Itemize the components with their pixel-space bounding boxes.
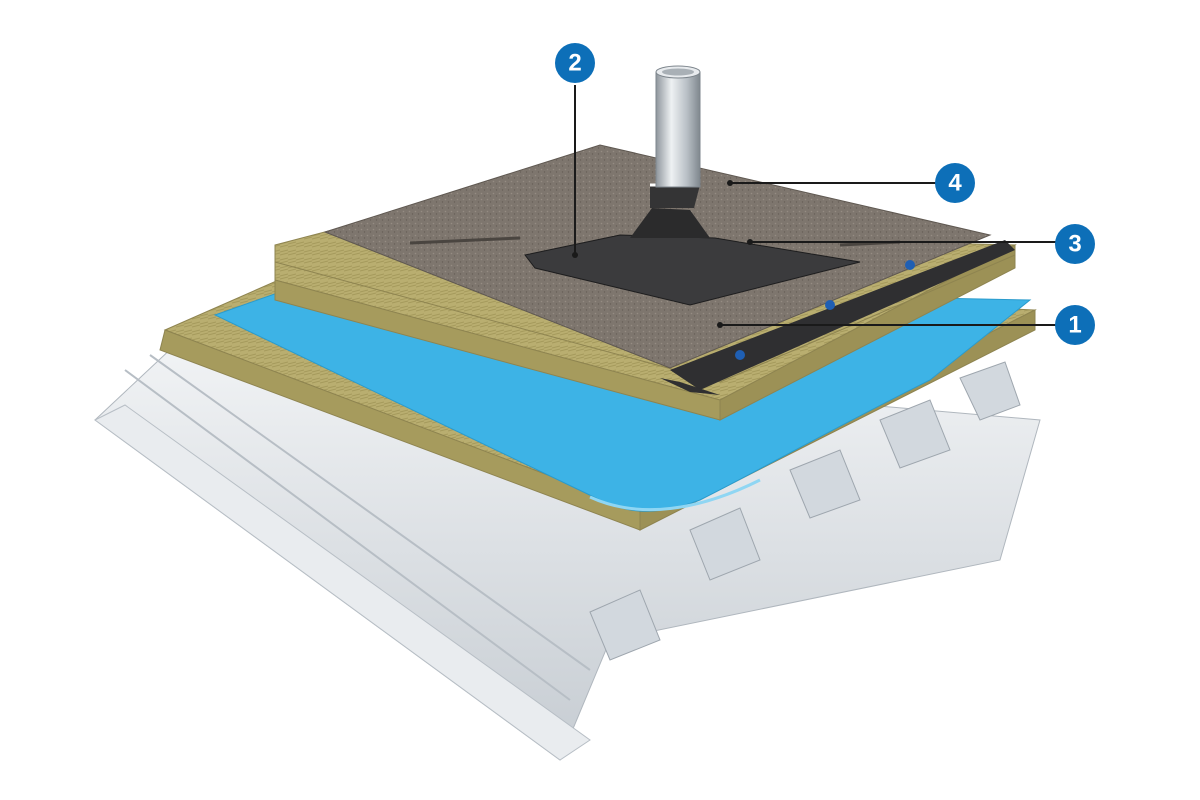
deck-ribs bbox=[589, 361, 1021, 661]
callout-4: 4 bbox=[935, 163, 975, 203]
base-membrane bbox=[660, 240, 1015, 395]
callout-1-label: 1 bbox=[1068, 312, 1081, 339]
membrane-fasteners bbox=[735, 260, 915, 360]
leader-lines bbox=[574, 85, 1062, 326]
callout-4-label: 4 bbox=[948, 170, 962, 197]
callout-3: 3 bbox=[1055, 224, 1095, 264]
steel-deck bbox=[94, 344, 1041, 761]
callout-3-label: 3 bbox=[1068, 231, 1081, 258]
pipe-flashing-collar bbox=[524, 183, 861, 306]
callout-2-label: 2 bbox=[568, 50, 581, 77]
callout-2: 2 bbox=[555, 43, 595, 83]
vent-pipe bbox=[655, 65, 701, 188]
callout-1: 1 bbox=[1055, 305, 1095, 345]
leader-dots bbox=[572, 180, 753, 328]
